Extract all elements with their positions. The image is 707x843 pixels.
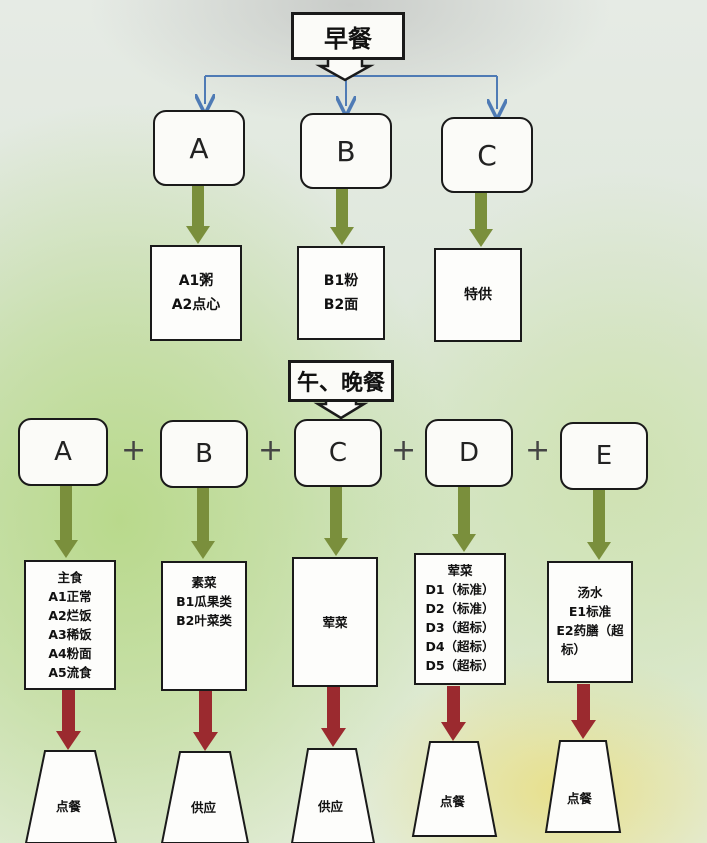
output-trapezoid-c (290, 748, 376, 843)
menu-item: A1正常 (48, 589, 92, 604)
output-trapezoid-d (411, 741, 498, 837)
menu-item: E2药膳（超 (556, 623, 624, 638)
green-arrow-lunch-c (324, 484, 348, 556)
lunch-column-letter: A (54, 437, 72, 467)
menu-item: D4（超标） (425, 639, 495, 654)
breakfast-option-b-box: B (300, 113, 392, 189)
lunch-column-letter: D (458, 438, 480, 468)
output-trapezoid-a (24, 750, 118, 843)
lunch-items-d: 荤菜 D1（标准） D2（标准） D3（超标） D4（超标） D5（超标） (414, 553, 506, 685)
lunch-items-e: 汤水 E1标准 E2药膳（超 标） (547, 561, 633, 683)
lunch-column-e-box: E (560, 422, 648, 490)
menu-item: A4粉面 (48, 646, 92, 661)
green-arrow-lunch-b (191, 485, 215, 559)
menu-item: 主食 (57, 570, 83, 585)
menu-item: A5流食 (48, 665, 92, 680)
menu-item: 标） (561, 642, 587, 657)
green-arrow-a (186, 186, 210, 244)
menu-item: A3稀饭 (48, 627, 92, 642)
lunch-items-a: 主食 A1正常 A2烂饭 A3稀饭 A4粉面 A5流食 (24, 560, 116, 690)
menu-item: B1粉 (323, 273, 359, 289)
output-label-d: 点餐 (440, 794, 466, 809)
breakfast-items-b: B1粉 B2面 (297, 246, 385, 340)
red-arrow-b (193, 690, 218, 751)
breakfast-title-box: 早餐 (291, 12, 405, 60)
green-arrow-lunch-a (54, 482, 78, 558)
lunch-column-d-box: D (425, 419, 513, 487)
menu-item: D1（标准） (425, 582, 495, 597)
lunch-column-b-box: B (160, 420, 248, 488)
red-arrow-c (321, 686, 346, 747)
menu-item: D5（超标） (425, 658, 495, 673)
green-arrow-c (469, 193, 493, 247)
menu-item: A2烂饭 (48, 608, 92, 623)
breakfast-green-arrows (186, 186, 493, 247)
plus-sign: + (258, 433, 284, 468)
lunch-column-a-box: A (18, 418, 108, 486)
plus-sign: + (391, 433, 417, 468)
lunch-column-letter: C (328, 438, 348, 468)
breakfast-option-a-box: A (153, 110, 245, 186)
plus-sign: + (525, 433, 551, 468)
menu-item: A2点心 (171, 297, 221, 313)
output-trapezoid-e (544, 740, 622, 833)
breakfast-option-letter: C (477, 138, 497, 172)
lunch-items-c: 荤菜 (292, 557, 378, 687)
output-trapezoid-b (160, 751, 250, 843)
lunch-dinner-title-box: 午、晚餐 (288, 360, 394, 402)
breakfast-items-c: 特供 (434, 248, 522, 342)
lunch-items-b: 素菜 B1瓜果类 B2叶菜类 (161, 561, 247, 691)
output-label-a: 点餐 (56, 799, 82, 814)
red-arrow-d (441, 686, 466, 741)
green-arrow-lunch-d (452, 484, 476, 552)
output-label-e: 点餐 (567, 791, 593, 806)
lunch-column-letter: B (195, 439, 213, 469)
menu-item: 素菜 (191, 575, 217, 590)
menu-item: D2（标准） (425, 601, 495, 616)
menu-item: 特供 (464, 287, 492, 303)
lunch-column-letter: E (595, 441, 613, 471)
output-label-b: 供应 (191, 800, 217, 815)
lunch-red-arrows (56, 684, 596, 751)
menu-item: 汤水 (577, 585, 603, 600)
lunch-dinner-title: 午、晚餐 (296, 371, 385, 396)
menu-item: E1标准 (568, 604, 612, 619)
menu-item: A1粥 (178, 273, 214, 289)
green-arrow-lunch-e (587, 487, 611, 560)
breakfast-option-c-box: C (441, 117, 533, 193)
menu-item: 荤菜 (447, 563, 473, 578)
menu-item: B2叶菜类 (176, 613, 232, 628)
breakfast-option-letter: B (336, 134, 356, 168)
menu-item: D3（超标） (425, 620, 495, 635)
output-shapes (24, 740, 622, 843)
breakfast-title: 早餐 (324, 24, 372, 53)
green-arrow-b (330, 189, 354, 245)
breakfast-fanout-connector (205, 75, 497, 109)
menu-item: B1瓜果类 (176, 594, 232, 609)
red-arrow-e (571, 684, 596, 739)
plus-sign: + (121, 433, 147, 468)
menu-item: B2面 (323, 297, 359, 313)
output-label-c: 供应 (318, 799, 344, 814)
lunch-column-c-box: C (294, 419, 382, 487)
breakfast-items-a: A1粥 A2点心 (150, 245, 242, 341)
red-arrow-a (56, 689, 81, 750)
menu-item: 荤菜 (322, 614, 348, 630)
breakfast-option-letter: A (189, 131, 209, 165)
lunch-green-arrows (54, 482, 611, 560)
